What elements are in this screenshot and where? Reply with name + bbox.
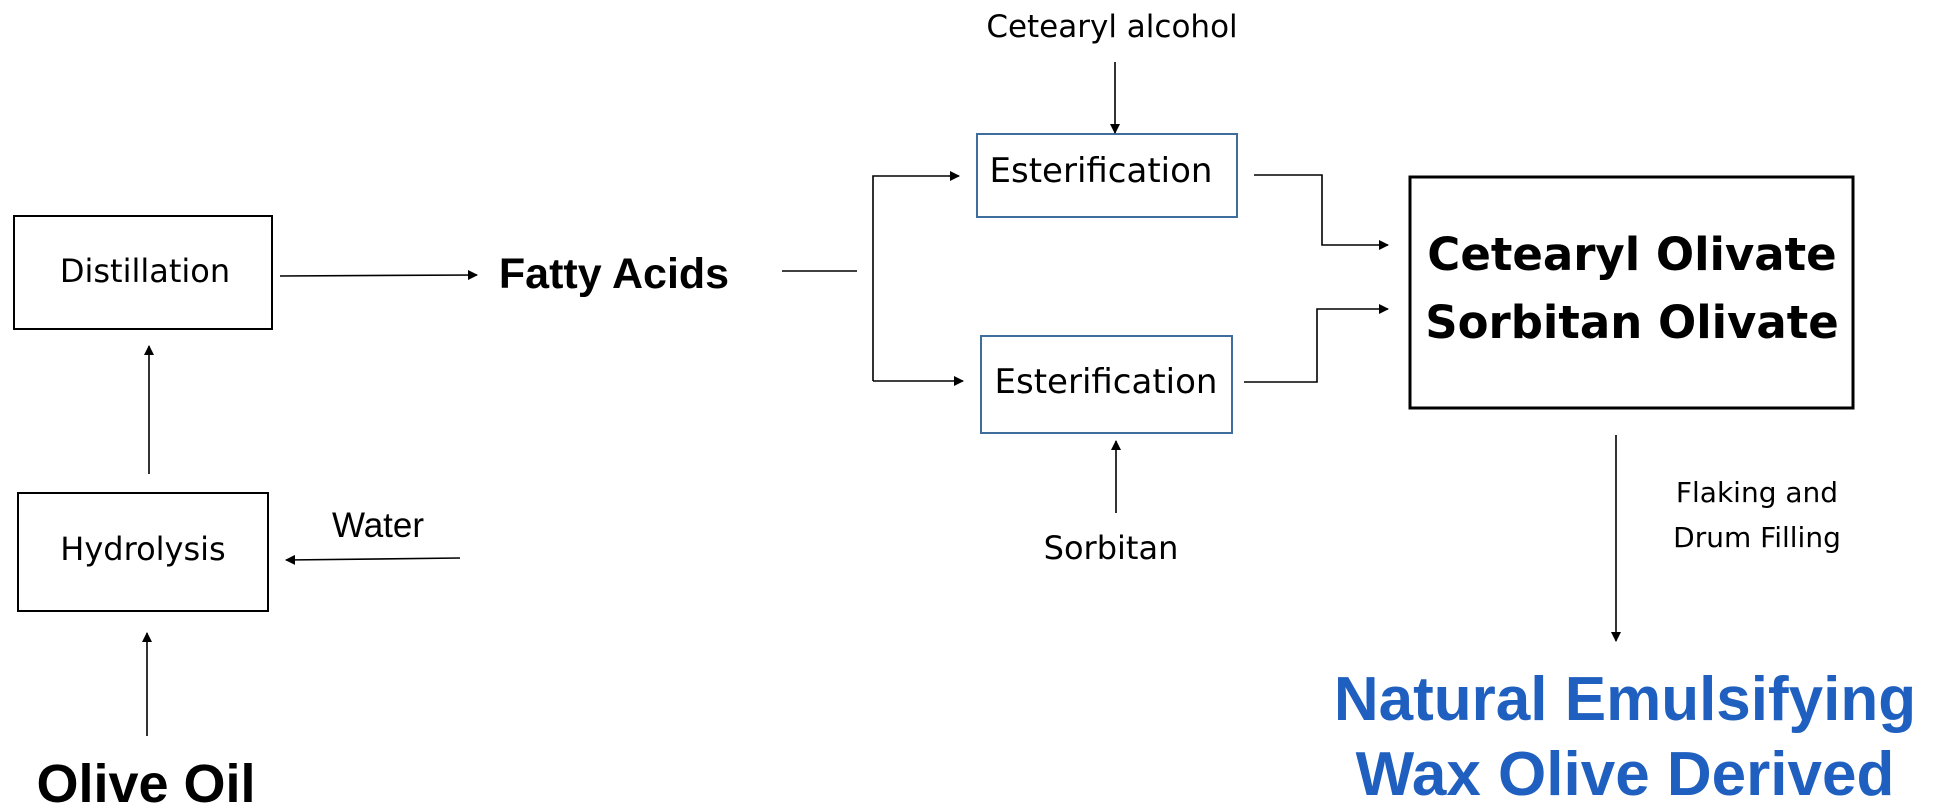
water-label: Water: [332, 506, 424, 545]
esterification-top-label: Esterification: [990, 151, 1213, 191]
sorbitan-label: Sorbitan: [1044, 529, 1179, 567]
esterification-bottom-label: Esterification: [995, 362, 1218, 402]
flaking-label-line1: Flaking and: [1676, 476, 1838, 509]
arrow-esterification-bottom-to-product: [1244, 304, 1389, 383]
flaking-label-line2: Drum Filling: [1673, 521, 1841, 554]
final-product-line1: Natural Emulsifying: [1334, 665, 1916, 734]
hydrolysis-label: Hydrolysis: [60, 530, 225, 568]
arrow-distillation-to-fatty-acids: [279, 270, 478, 281]
esterification-bottom-box: [980, 335, 1233, 434]
esterification-top-box: [976, 133, 1238, 218]
arrow-esterification-top-to-product: [1254, 174, 1389, 250]
final-product-line2: Wax Olive Derived: [1356, 740, 1895, 804]
product-label-line1: Cetearyl Olivate: [1427, 228, 1836, 281]
distillation-box: [13, 215, 273, 330]
fatty-acids-label: Fatty Acids: [499, 250, 729, 298]
olive-oil-label: Olive Oil: [36, 754, 255, 804]
product-label-line2: Sorbitan Olivate: [1425, 296, 1839, 349]
arrow-water-to-hydrolysis: [285, 554, 461, 565]
cetearyl-alcohol-label: Cetearyl alcohol: [986, 9, 1237, 45]
product-box: [1408, 175, 1855, 410]
hydrolysis-box: [17, 492, 269, 612]
distillation-label: Distillation: [60, 252, 230, 290]
arrow-split-to-esterification-top: [872, 171, 960, 381]
